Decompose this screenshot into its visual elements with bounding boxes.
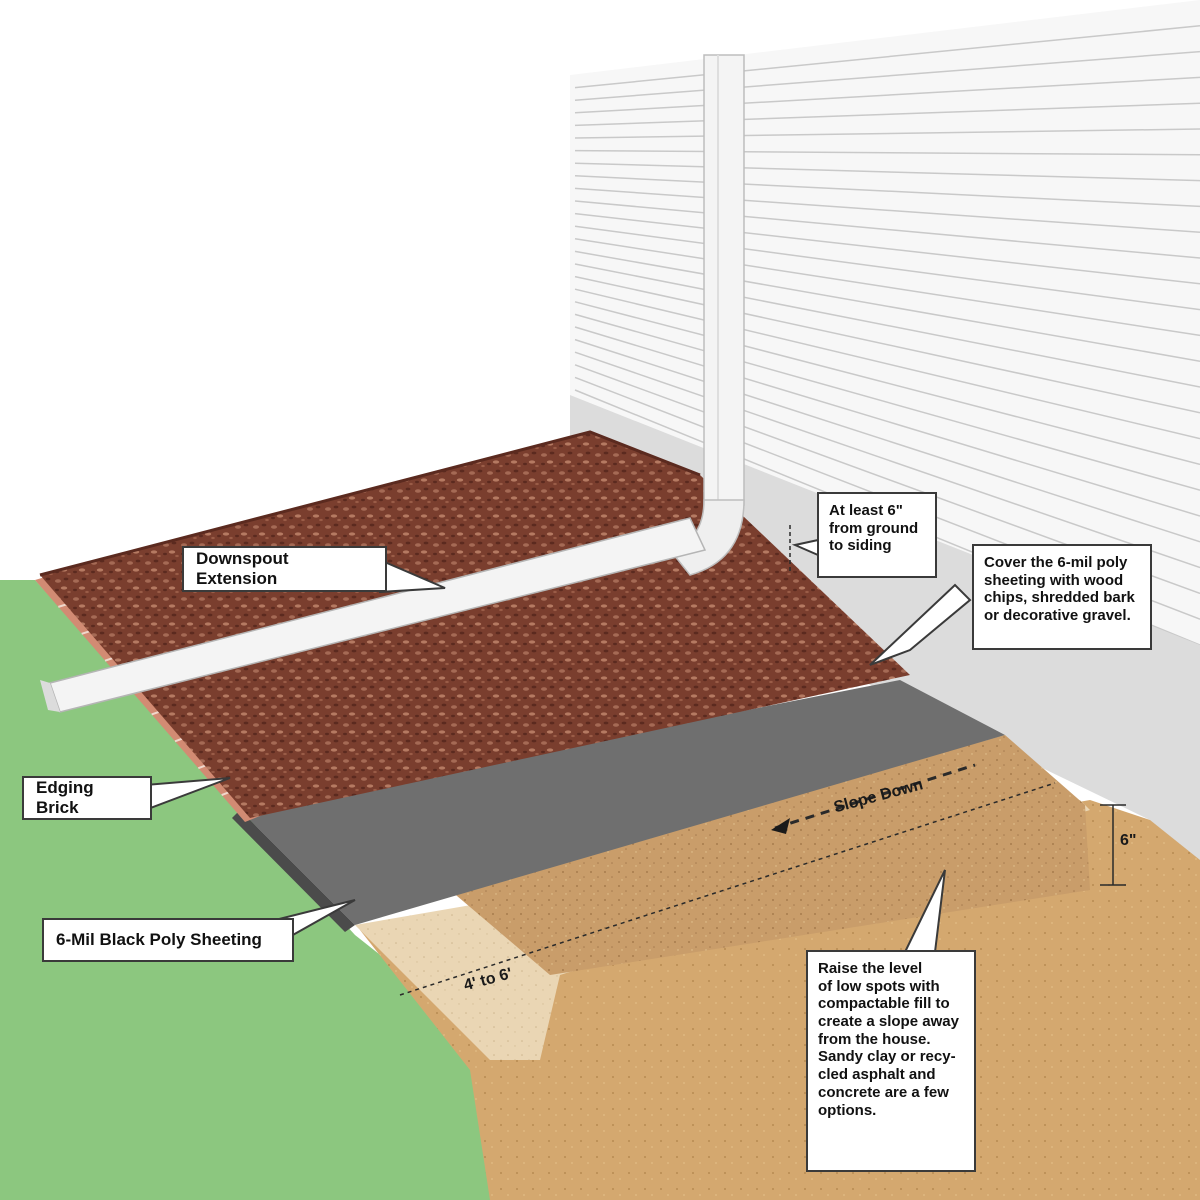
callout-poly-sheeting-text: 6-Mil Black Poly Sheeting — [56, 930, 262, 949]
grass-lawn — [0, 580, 500, 1200]
height-dimension-label: 6" — [1120, 832, 1137, 849]
dimension-lines — [399, 525, 1126, 996]
downspout — [668, 54, 745, 576]
callout-siding-clearance: At least 6" from ground to siding — [817, 492, 937, 578]
callout-pointers — [144, 538, 972, 953]
callout-cover-sheeting-text: Cover the 6-mil poly sheeting with wood … — [984, 554, 1135, 625]
downspout-extension-pipe — [40, 517, 707, 713]
callout-poly-sheeting: 6-Mil Black Poly Sheeting — [42, 918, 294, 962]
poly-sheeting — [240, 680, 1005, 925]
callout-edging-brick: Edging Brick — [22, 776, 152, 820]
callout-downspout-extension: Downspout Extension — [182, 546, 387, 592]
callout-siding-clearance-text: At least 6" from ground to siding — [829, 502, 919, 555]
callout-downspout-extension-text: Downspout Extension — [196, 549, 289, 588]
callout-cover-sheeting: Cover the 6-mil poly sheeting with wood … — [972, 544, 1152, 650]
callout-raise-level: Raise the level of low spots with compac… — [806, 950, 976, 1172]
callout-raise-level-text: Raise the level of low spots with compac… — [818, 960, 959, 1119]
callout-edging-brick-text: Edging Brick — [36, 778, 94, 817]
